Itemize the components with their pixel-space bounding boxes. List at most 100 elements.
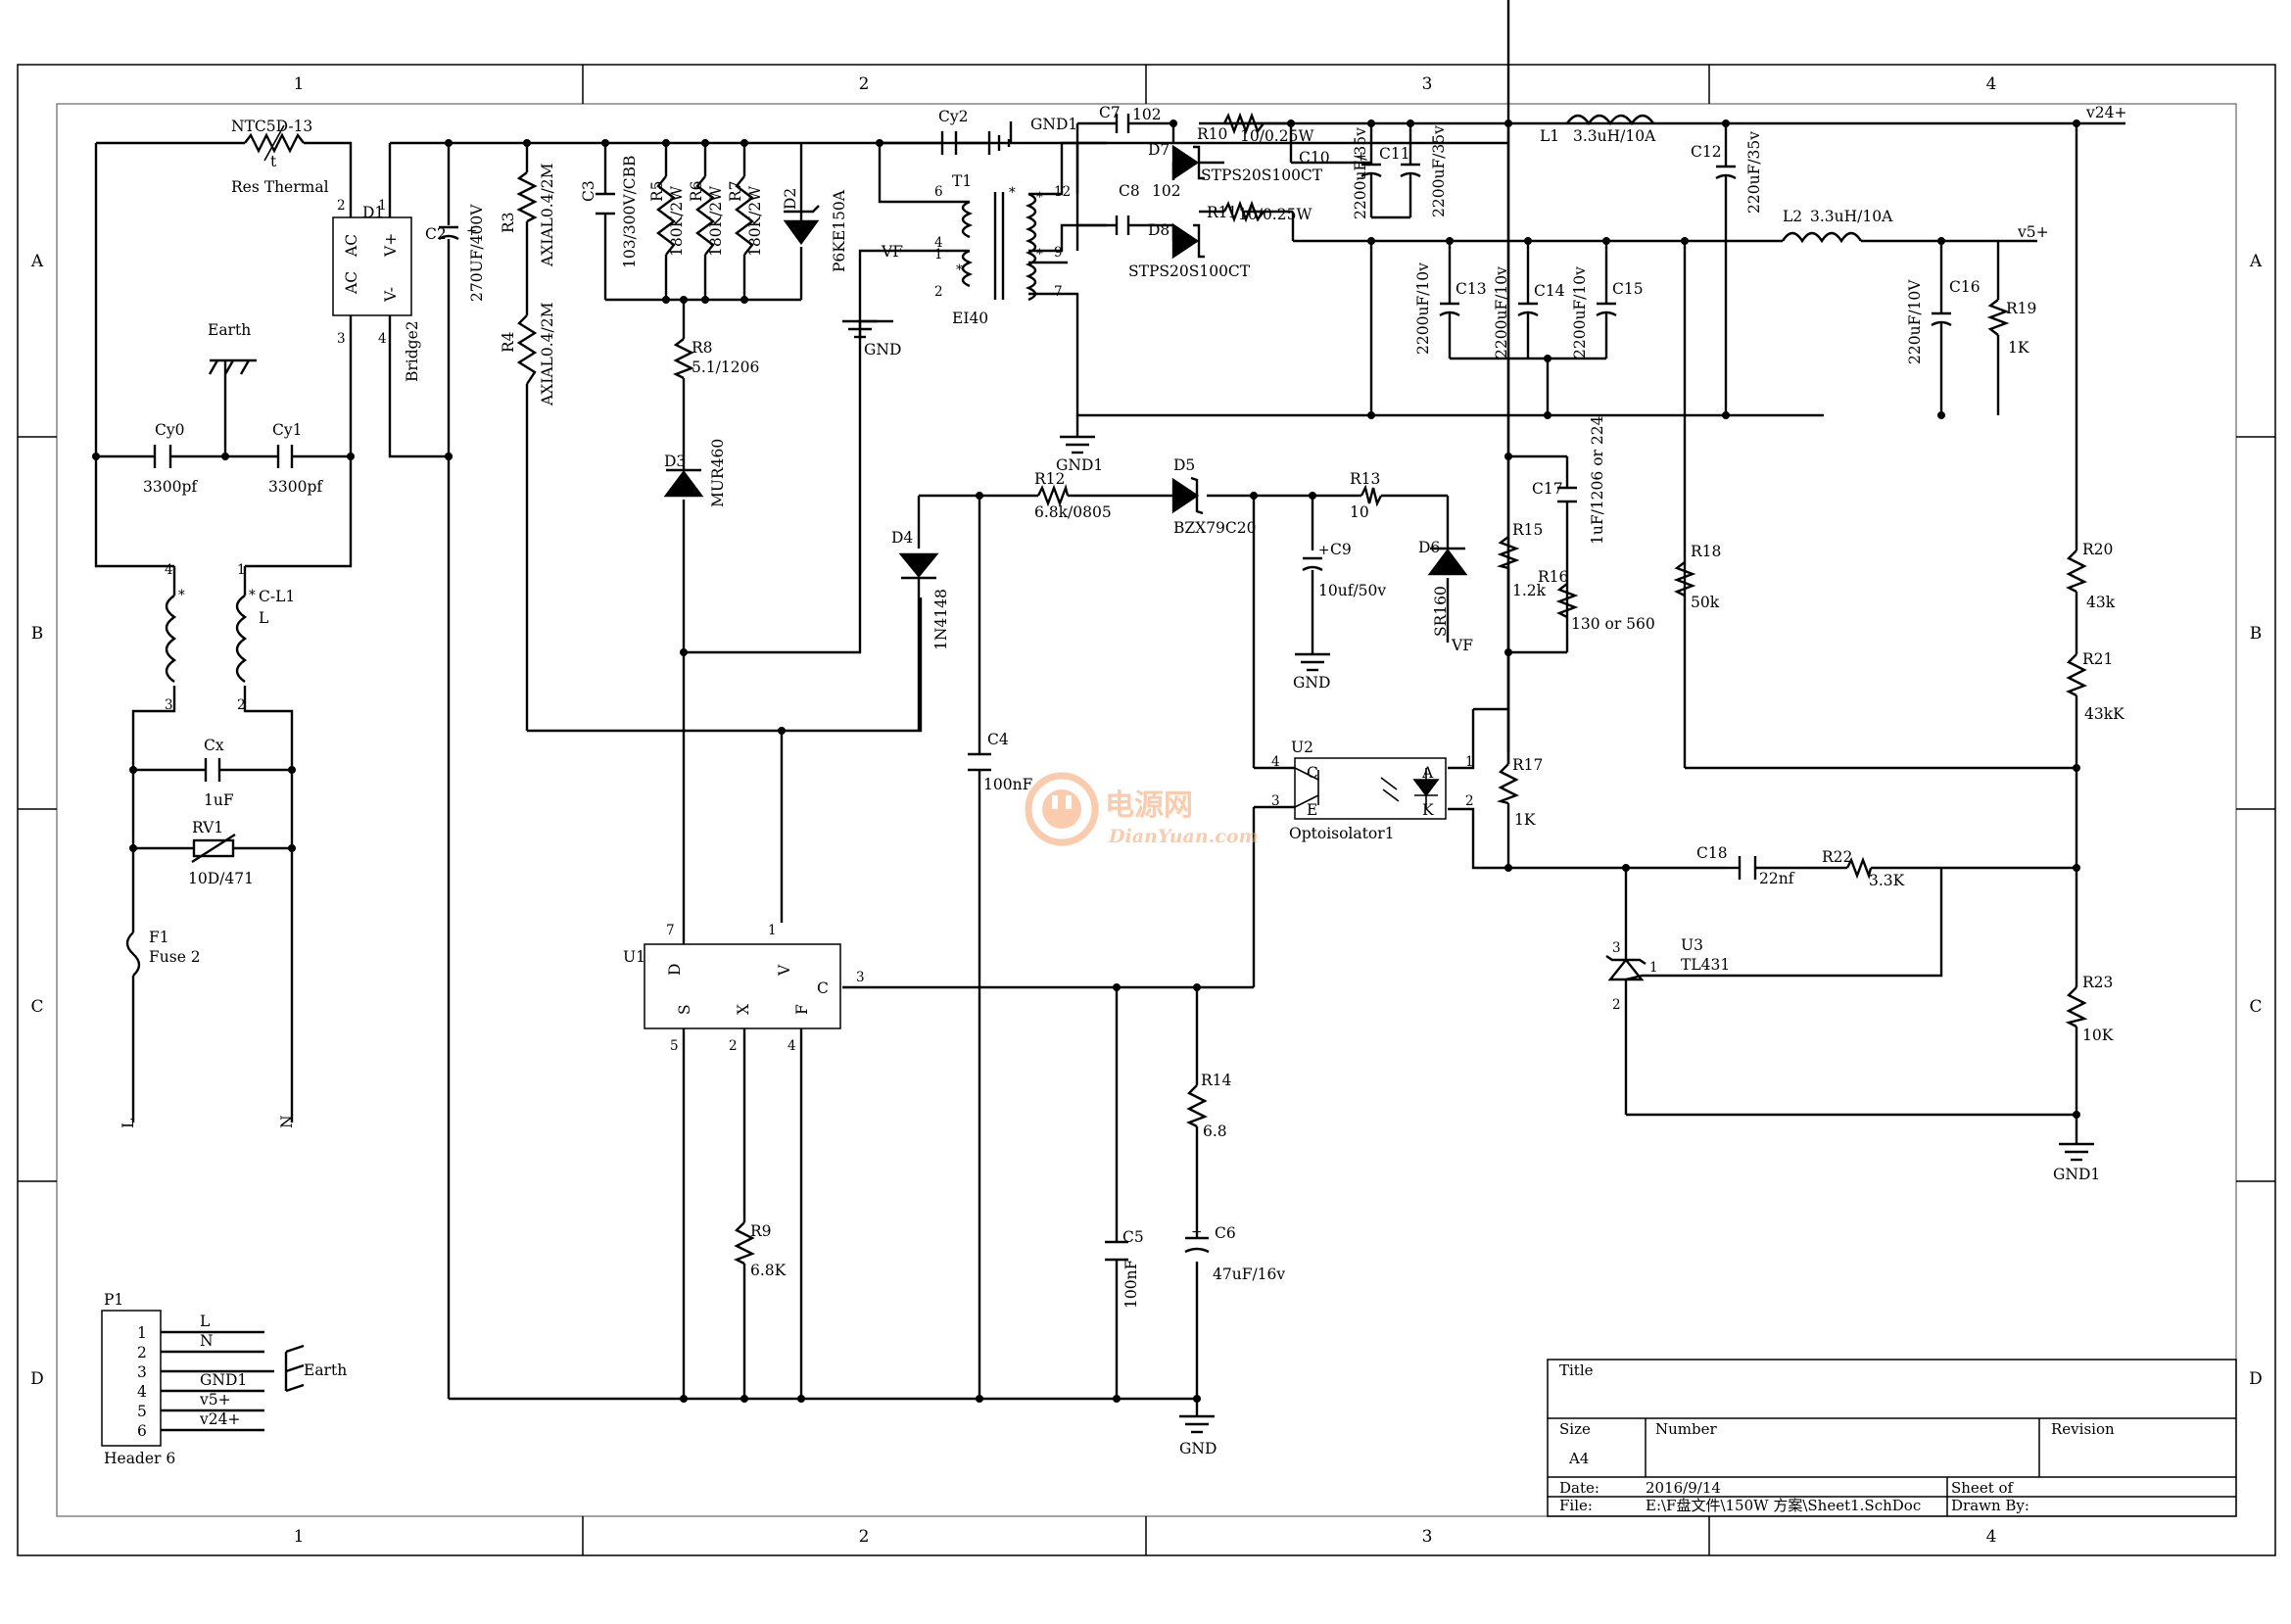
label-l2-value: 3.3uH/10A [1810, 208, 1893, 225]
label-r4-value: AXIAL0.4/2M [539, 302, 556, 406]
label-u1-c: C [817, 979, 829, 997]
label-c14-value: 2200uF/10v [1493, 266, 1510, 358]
label-p1-pin6: 6 [137, 1422, 147, 1440]
label-r4-ref: R4 [500, 331, 517, 353]
label-r14-value: 6.8 [1203, 1122, 1227, 1140]
label-c7-value: 102 [1132, 106, 1162, 123]
polarity-c10: + [1356, 149, 1366, 165]
pin-u1-2: 2 [729, 1038, 738, 1054]
label-r9-ref: R9 [750, 1222, 772, 1240]
r19-resistor-symbol [1986, 299, 2010, 336]
label-u1-x: X [735, 1004, 752, 1015]
r20-resistor-symbol [2066, 549, 2087, 594]
title-block-file-label: File: [1559, 1497, 1593, 1514]
label-c6-value: 47uF/16v [1213, 1266, 1285, 1283]
sheet-frame [17, 64, 2276, 1556]
label-u3-value: TL431 [1681, 956, 1730, 974]
pin-cl1-4: 4 [165, 562, 173, 578]
zone-row-d-right: D [2249, 1369, 2263, 1389]
c12-capacitor-symbol [1715, 165, 1737, 180]
header-pins [161, 1330, 274, 1432]
label-c17-value: 1uF/1206 or 224 [1589, 415, 1606, 545]
label-d6-ref: D6 [1418, 539, 1440, 556]
c6-capacitor-symbol [1184, 1236, 1210, 1254]
r23-resistor-symbol [2065, 986, 2088, 1028]
c7-capacitor-symbol [1115, 114, 1130, 133]
label-l1-value: 3.3uH/10A [1573, 127, 1656, 145]
label-r13-value: 10 [1350, 503, 1369, 521]
gnd1-mid-symbol [1060, 415, 1095, 454]
c2-capacitor-symbol [438, 225, 459, 241]
label-d8-ref: D8 [1148, 221, 1169, 239]
label-p1-ref: P1 [104, 1291, 123, 1309]
rv1-varistor-symbol [191, 833, 236, 864]
label-cy2-ref: Cy2 [938, 108, 968, 125]
title-block-revision-label: Revision [2051, 1420, 2115, 1438]
pin-t1-9: 9 [1054, 245, 1063, 261]
label-r7-ref: R7 [727, 180, 744, 202]
watermark-cn: 电源网 [1105, 788, 1193, 823]
label-c7-ref: C7 [1099, 104, 1121, 121]
r8-resistor-symbol [673, 338, 694, 380]
zone-col-2-bottom: 2 [859, 1527, 870, 1547]
gnd1-right-symbol [2059, 1142, 2094, 1162]
pin-t1-dot-c: * [1036, 247, 1043, 263]
label-d6-value: SR160 [1432, 586, 1450, 637]
label-d1-vminus: V- [382, 287, 400, 303]
label-d2-ref: D2 [782, 188, 799, 210]
zone-col-1-top: 1 [294, 74, 305, 94]
label-r16-value: 130 or 560 [1571, 615, 1655, 633]
label-d1-ac1: AC [343, 271, 360, 295]
label-p1-net4: GND1 [200, 1371, 247, 1389]
label-c5-ref: C5 [1122, 1228, 1144, 1246]
label-cx-value: 1uF [204, 791, 234, 809]
label-u2-ref: U2 [1291, 739, 1313, 756]
label-c3-ref: C3 [580, 180, 597, 202]
label-d1-ac2: AC [343, 234, 360, 258]
pin-t1-6: 6 [934, 184, 943, 200]
c15-capacitor-symbol [1596, 302, 1617, 317]
label-c13-ref: C13 [1456, 280, 1487, 298]
cx-capacitor-symbol [204, 758, 221, 782]
label-f1-value: Fuse 2 [149, 948, 201, 966]
earth-header-symbol [284, 1344, 305, 1393]
component-labels: NTC5D-13 t Res Thermal D1 AC AC V+ V- Br… [104, 104, 2126, 1467]
pin-t1-1: 1 [934, 247, 943, 263]
label-p1-pin2: 2 [137, 1344, 147, 1361]
label-u2-c: C [1307, 764, 1318, 782]
label-rv1-value: 10D/471 [188, 870, 254, 887]
d2-tvs-diode-symbol [783, 205, 820, 246]
label-d8-value: STPS20S100CT [1128, 263, 1251, 280]
label-p1-pin4: 4 [137, 1383, 147, 1401]
pin-cl1-dot-a: * [178, 588, 185, 603]
c16-capacitor-symbol [1931, 311, 1952, 327]
title-block-drawn-label: Drawn By: [1951, 1497, 2029, 1514]
polarity-c6: + [1191, 1224, 1202, 1240]
label-d7-ref: D7 [1148, 141, 1169, 159]
label-cy1-ref: Cy1 [272, 421, 302, 439]
l1-inductor-symbol [1566, 114, 1654, 126]
r13-resistor-symbol [1360, 484, 1383, 507]
label-p1-net2: N [200, 1332, 214, 1350]
label-p1-net5: v5+ [199, 1391, 231, 1409]
d8-diode-symbol [1171, 222, 1205, 260]
label-r23-value: 10K [2082, 1027, 2114, 1044]
pin-cl1-dot-b: * [249, 588, 256, 603]
label-u1-s: S [676, 1004, 693, 1015]
label-u1-d: D [666, 964, 684, 976]
pin-u3-2: 2 [1612, 997, 1621, 1013]
label-line-l: L [119, 1119, 137, 1128]
pin-t1-7: 7 [1054, 284, 1063, 300]
label-cx-ref: Cx [204, 737, 224, 754]
label-c10-value: 2200uF/35v [1352, 127, 1369, 219]
watermark-en: DianYuan.com [1108, 826, 1259, 847]
label-r19-ref: R19 [2006, 300, 2036, 317]
label-d4-value: 1N4148 [932, 589, 950, 650]
c9-capacitor-symbol [1302, 556, 1323, 572]
label-d3-value: MUR460 [709, 439, 727, 507]
zone-col-4-top: 4 [1986, 74, 1997, 94]
ntc-thermistor-symbol [244, 124, 305, 162]
title-block-file-value: E:\F盘文件\150W 方案\Sheet1.SchDoc [1646, 1497, 1921, 1514]
label-t1-ref: T1 [952, 172, 972, 190]
